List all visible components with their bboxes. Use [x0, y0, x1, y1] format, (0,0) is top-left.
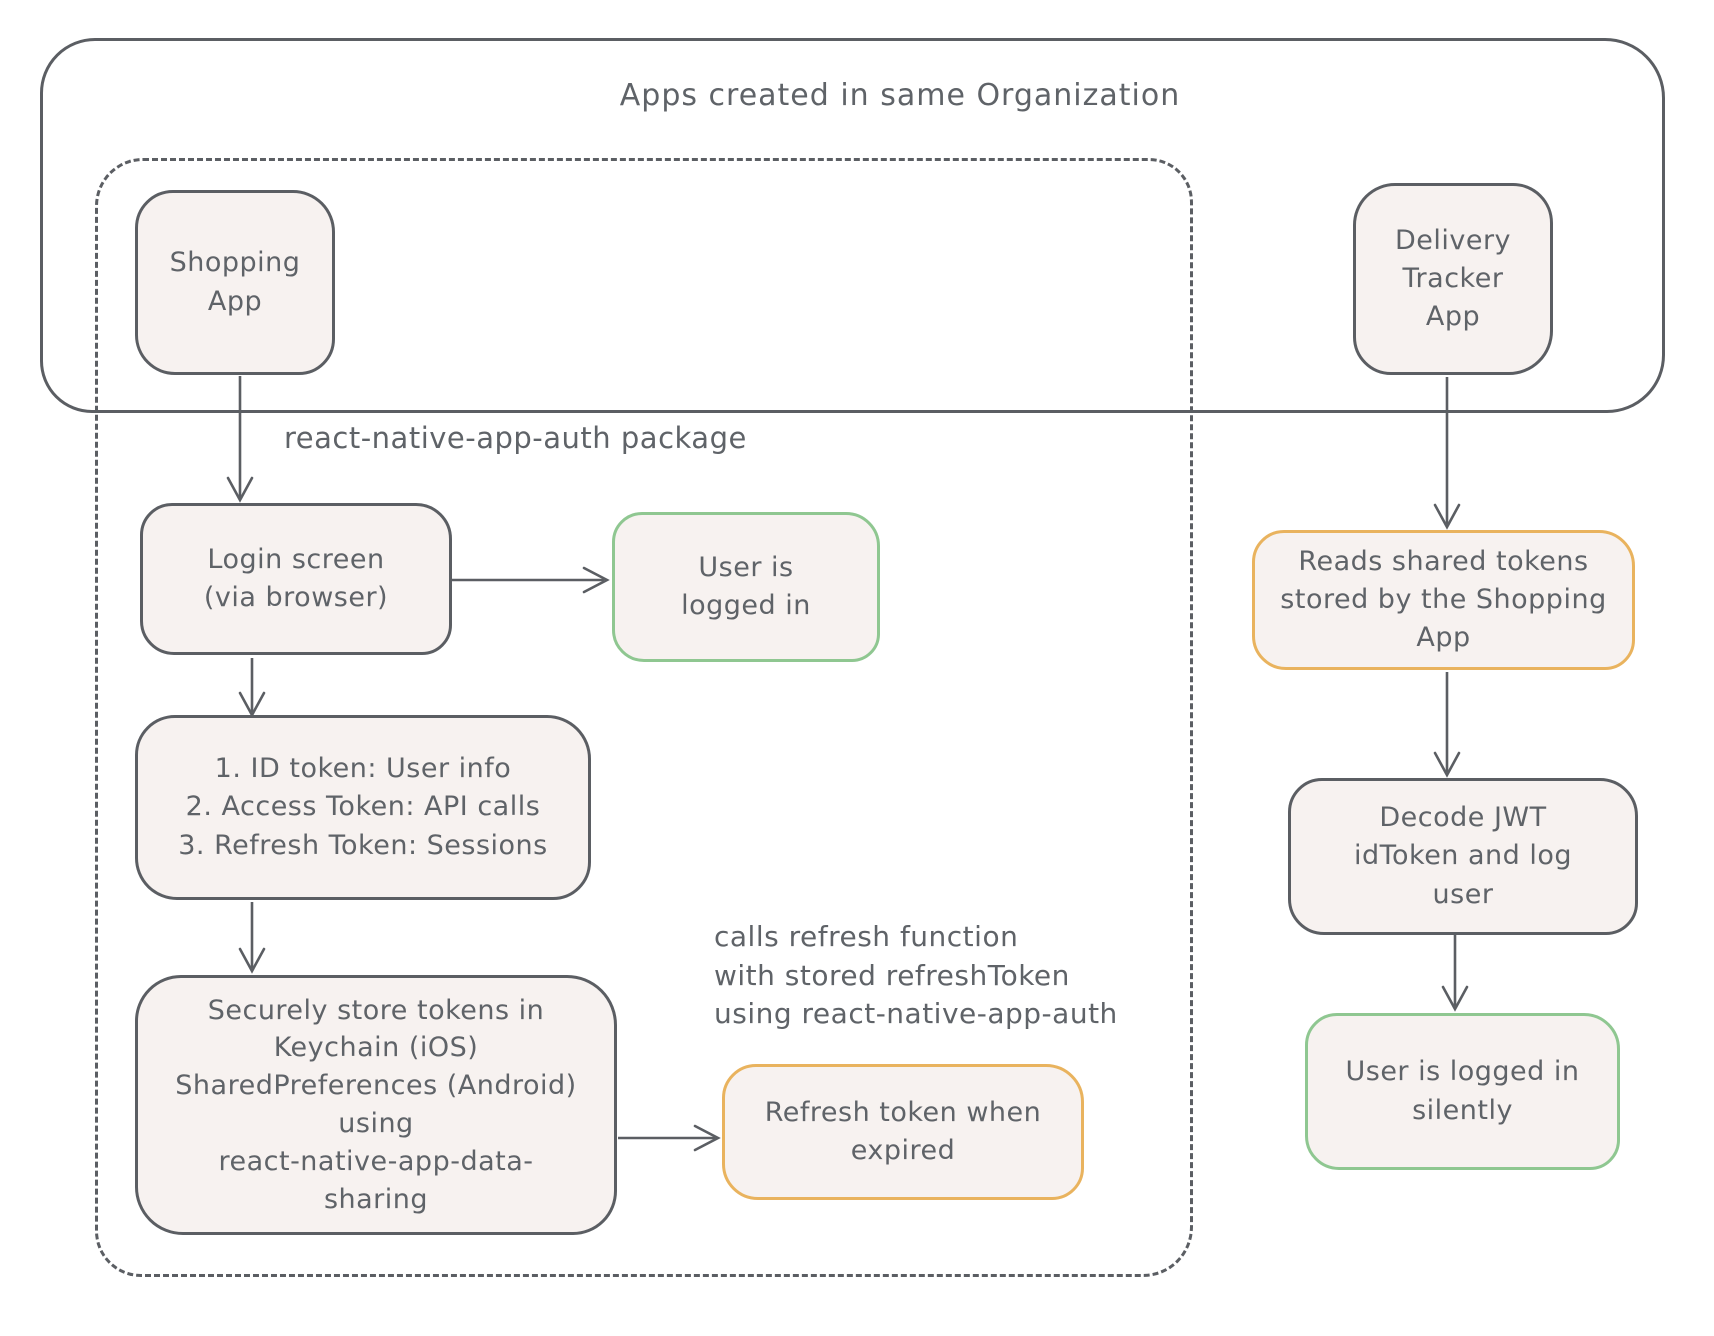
arrow-reads-to-decode — [1433, 672, 1461, 778]
node-silent-login-label: User is logged in silently — [1345, 1056, 1580, 1126]
organization-title: Apps created in same Organization — [619, 78, 1181, 113]
node-delivery-tracker-app: Delivery Tracker App — [1353, 183, 1553, 375]
shopping-app-flow-boundary — [95, 158, 1193, 1277]
organization-boundary — [40, 38, 1665, 413]
node-shopping-app-label: Shopping App — [169, 247, 301, 317]
node-silent-login: User is logged in silently — [1305, 1013, 1620, 1170]
node-shopping-app: Shopping App — [135, 190, 335, 375]
node-user-logged-in: User is logged in — [612, 512, 880, 662]
node-store-tokens-label: Securely store tokens in Keychain (iOS) … — [175, 994, 577, 1215]
node-user-logged-in-label: User is logged in — [681, 551, 811, 621]
node-store-tokens: Securely store tokens in Keychain (iOS) … — [135, 975, 617, 1235]
edge-label-refresh-note: calls refresh function with stored refre… — [714, 920, 1118, 1031]
node-decode-jwt-label: Decode JWT idToken and log user — [1353, 802, 1573, 910]
node-reads-tokens: Reads shared tokens stored by the Shoppi… — [1252, 530, 1635, 670]
node-token-list: 1. ID token: User info 2. Access Token: … — [135, 715, 591, 900]
node-refresh-expired: Refresh token when expired — [722, 1064, 1084, 1200]
node-login-screen-label: Login screen (via browser) — [203, 543, 389, 613]
node-reads-tokens-label: Reads shared tokens stored by the Shoppi… — [1280, 545, 1607, 654]
arrow-decode-to-silent — [1441, 935, 1469, 1012]
node-delivery-tracker-app-label: Delivery Tracker App — [1394, 224, 1512, 333]
edge-label-auth-package: react-native-app-auth package — [284, 421, 747, 455]
node-decode-jwt: Decode JWT idToken and log user — [1288, 778, 1638, 935]
node-refresh-expired-label: Refresh token when expired — [764, 1096, 1042, 1166]
node-token-list-label: 1. ID token: User info 2. Access Token: … — [178, 753, 548, 861]
node-login-screen: Login screen (via browser) — [140, 503, 452, 655]
